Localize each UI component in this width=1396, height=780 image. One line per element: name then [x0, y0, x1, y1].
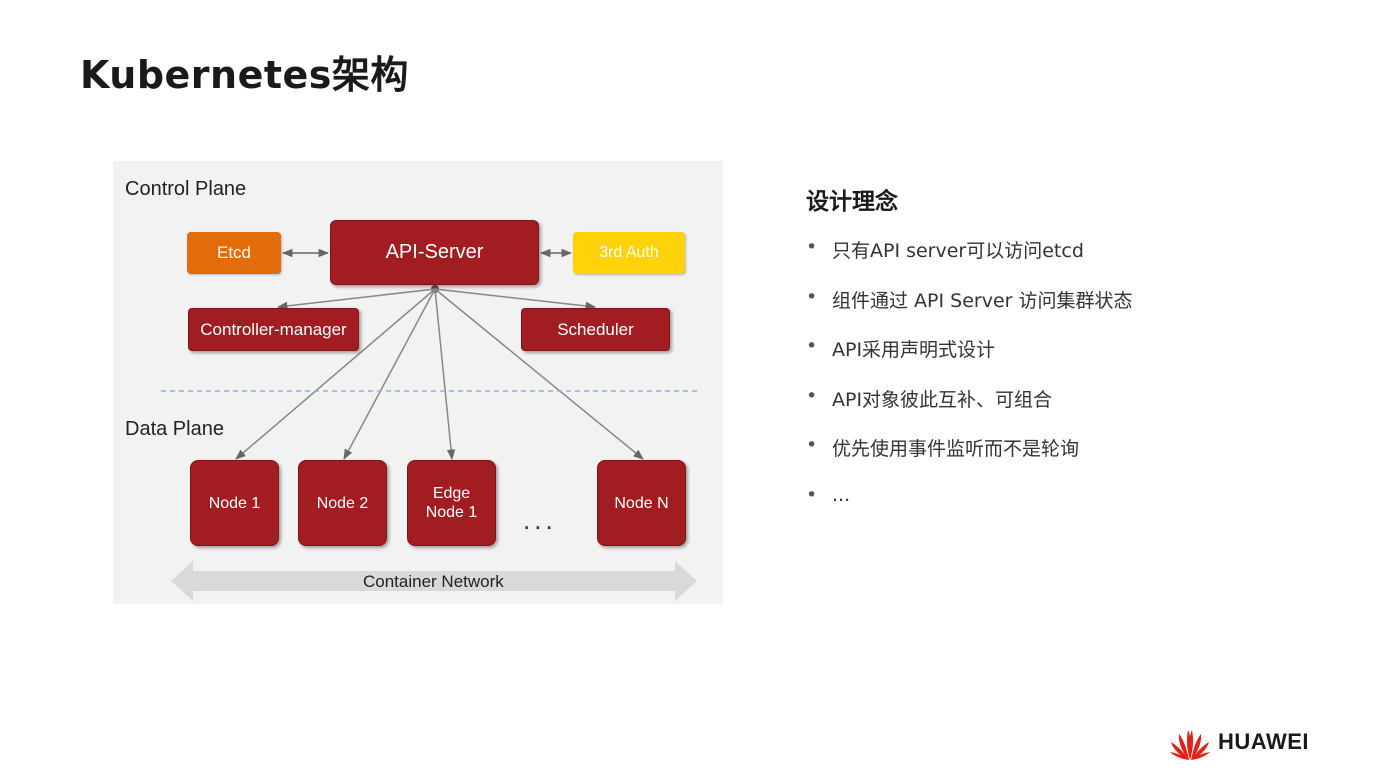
- design-principles: 设计理念 • 只有API server可以访问etcd • 组件通过 API Ser…: [806, 182, 1133, 533]
- brand-name: HUAWEI: [1218, 729, 1309, 754]
- node-box: Node 2: [298, 460, 387, 546]
- control-plane-label: Control Plane: [125, 178, 247, 200]
- api-edge-node-connector: [434, 288, 456, 461]
- node-label-line1: Edge: [432, 485, 471, 502]
- list-item: • 优先使用事件监听而不是轮询: [806, 434, 1133, 484]
- more-nodes-ellipsis: ...: [523, 505, 557, 535]
- diagram-connectors: [161, 248, 701, 601]
- page-title: Kubernetes架构: [80, 53, 409, 97]
- architecture-diagram: Control Plane Data Plane Etcd API-Server…: [113, 161, 723, 604]
- principles-list: • 只有API server可以访问etcd • 组件通过 API Server 访…: [806, 236, 1133, 533]
- node-label-line1: Node 1: [208, 494, 261, 512]
- list-item: • API采用声明式设计: [806, 335, 1133, 385]
- principle-text: 优先使用事件监听而不是轮询: [832, 438, 1080, 460]
- bullet-icon: •: [806, 335, 818, 357]
- scheduler-box: Scheduler: [521, 308, 670, 351]
- bullet-icon: •: [806, 434, 818, 456]
- api-controller-connector: [276, 288, 436, 311]
- list-item: • API对象彼此互补、可组合: [806, 385, 1133, 435]
- node-label-line2: Node 1: [425, 504, 478, 521]
- principle-text: 组件通过 API Server 访问集群状态: [832, 289, 1133, 312]
- huawei-flower-logo-icon: [1170, 730, 1210, 760]
- list-item: •...: [806, 484, 1133, 534]
- principles-title: 设计理念: [806, 189, 898, 215]
- node-box: Node N: [597, 460, 686, 546]
- api-nodeN-connector: [434, 288, 644, 460]
- etcd-box: Etcd: [187, 232, 281, 274]
- edge-node-box: Edge Node 1: [407, 460, 496, 546]
- api-node1-connector: [235, 288, 436, 460]
- api-server-box: API-Server: [330, 220, 539, 285]
- bullet-icon: •: [806, 384, 818, 407]
- list-item: • 只有API server可以访问etcd: [806, 236, 1133, 286]
- bullet-icon: •: [806, 285, 818, 308]
- principle-text: 只有API server可以访问etcd: [832, 240, 1084, 262]
- container-network-label: Container Network: [363, 572, 504, 591]
- principle-text: API对象彼此互补、可组合: [832, 388, 1053, 411]
- principle-text: ...: [832, 483, 851, 506]
- third-auth-box: 3rd Auth: [573, 232, 685, 274]
- bullet-icon: •: [806, 236, 818, 258]
- data-plane-label: Data Plane: [125, 418, 224, 440]
- container-network-arrow: [171, 561, 697, 601]
- bullet-icon: •: [806, 483, 818, 506]
- node-label-line1: Node N: [614, 494, 669, 512]
- list-item: • 组件通过 API Server 访问集群状态: [806, 286, 1133, 336]
- brand-logo: HUAWEI: [1168, 722, 1309, 762]
- principle-text: API采用声明式设计: [832, 339, 996, 361]
- node-label-line1: Node 2: [316, 494, 369, 512]
- api-scheduler-connector: [434, 288, 597, 311]
- controller-manager-box: Controller-manager: [188, 308, 359, 351]
- node-box: Node 1: [190, 460, 279, 546]
- api-node2-connector: [343, 288, 436, 460]
